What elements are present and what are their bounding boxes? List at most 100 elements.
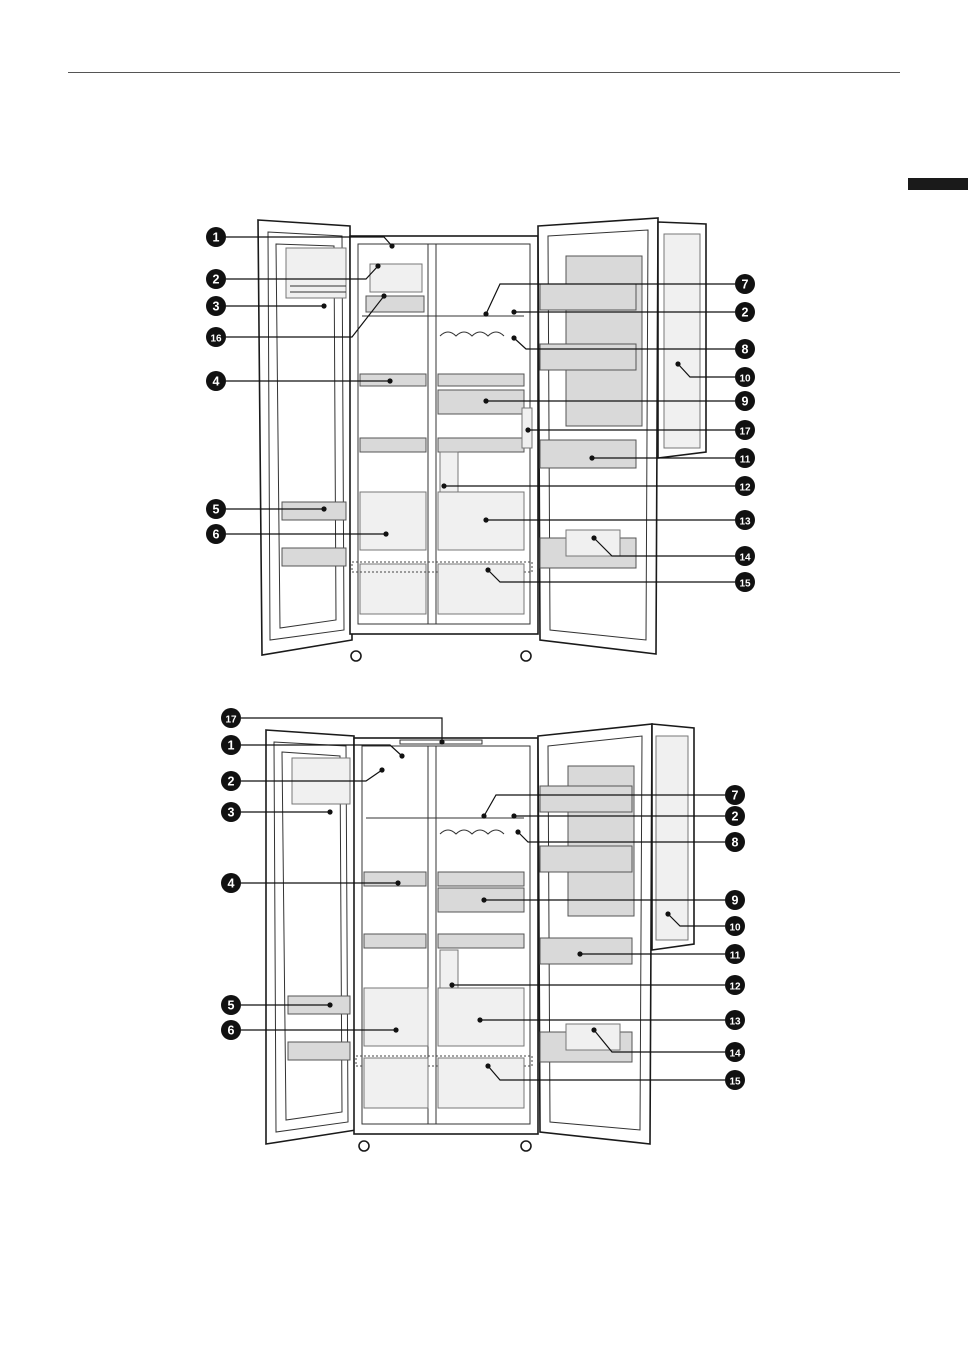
bottom-callout-5-pointer-dot bbox=[327, 1002, 332, 1007]
top-callout-7-number: 7 bbox=[742, 278, 749, 292]
top-callout-11-pointer-dot bbox=[589, 455, 594, 460]
top-callout-1-number: 1 bbox=[213, 231, 220, 245]
bottom-callout-1-pointer-dot bbox=[399, 753, 404, 758]
top-callout-4: 4 bbox=[206, 371, 226, 391]
bottom-callout-1: 1 bbox=[221, 735, 241, 755]
bottom-callout-7: 7 bbox=[725, 785, 745, 805]
top-callout-4-number: 4 bbox=[213, 375, 220, 389]
bottom-callout-6-number: 6 bbox=[228, 1024, 235, 1038]
bottom-callout-5: 5 bbox=[221, 995, 241, 1015]
top-callout-9: 9 bbox=[735, 391, 755, 411]
bottom-callout-3-pointer-dot bbox=[327, 809, 332, 814]
top-callout-13-number: 13 bbox=[739, 517, 751, 528]
bottom-callout-17-number: 17 bbox=[225, 715, 237, 726]
bottom-callout-1-number: 1 bbox=[228, 739, 235, 753]
bottom-callout-13-pointer-dot bbox=[477, 1017, 482, 1022]
top-callout-3-pointer-dot bbox=[321, 303, 326, 308]
top-callout-16: 16 bbox=[206, 327, 226, 347]
top-callout-13: 13 bbox=[735, 510, 755, 530]
top-callout-2-number: 2 bbox=[742, 306, 749, 320]
bottom-callout-11: 11 bbox=[725, 944, 745, 964]
bottom-callout-3-number: 3 bbox=[228, 806, 235, 820]
top-callout-12: 12 bbox=[735, 476, 755, 496]
top-callout-6: 6 bbox=[206, 524, 226, 544]
bottom-callout-17-pointer-dot bbox=[439, 739, 444, 744]
bottom-callout-9-pointer-dot bbox=[481, 897, 486, 902]
bottom-callout-2: 2 bbox=[725, 806, 745, 826]
top-callout-2: 2 bbox=[206, 269, 226, 289]
top-callout-10-pointer-dot bbox=[675, 361, 680, 366]
bottom-callout-4-pointer-dot bbox=[395, 880, 400, 885]
top-callout-14-pointer-dot bbox=[591, 535, 596, 540]
top-callout-2: 2 bbox=[735, 302, 755, 322]
top-callout-8-number: 8 bbox=[742, 343, 749, 357]
bottom-callout-2-number: 2 bbox=[732, 810, 739, 824]
top-callout-14: 14 bbox=[735, 546, 755, 566]
bottom-callout-2-number: 2 bbox=[228, 775, 235, 789]
top-callout-16-number: 16 bbox=[210, 334, 222, 345]
top-callout-5-pointer-dot bbox=[321, 506, 326, 511]
top-callout-6-number: 6 bbox=[213, 528, 220, 542]
top-callout-13-pointer-dot bbox=[483, 517, 488, 522]
top-callout-10-number: 10 bbox=[739, 374, 751, 385]
bottom-callout-15-pointer-dot bbox=[485, 1063, 490, 1068]
bottom-callout-7-pointer-dot bbox=[481, 813, 486, 818]
bottom-callout-12-pointer-dot bbox=[449, 982, 454, 987]
bottom-callout-14-number: 14 bbox=[729, 1049, 741, 1060]
bottom-callout-2-pointer-dot bbox=[379, 767, 384, 772]
top-callout-15-number: 15 bbox=[739, 579, 751, 590]
top-callout-2-pointer-dot bbox=[375, 263, 380, 268]
bottom-callout-13-number: 13 bbox=[729, 1017, 741, 1028]
top-callout-3-number: 3 bbox=[213, 300, 220, 314]
bottom-callout-9-number: 9 bbox=[732, 894, 739, 908]
bottom-callout-15: 15 bbox=[725, 1070, 745, 1090]
top-callout-5: 5 bbox=[206, 499, 226, 519]
bottom-callout-2: 2 bbox=[221, 771, 241, 791]
bottom-callout-2-pointer-dot bbox=[511, 813, 516, 818]
bottom-callout-12-number: 12 bbox=[729, 982, 741, 993]
top-callout-17-pointer-dot bbox=[525, 427, 530, 432]
bottom-callout-7-number: 7 bbox=[732, 789, 739, 803]
bottom-callout-10-number: 10 bbox=[729, 923, 741, 934]
top-callout-15-pointer-dot bbox=[485, 567, 490, 572]
top-callout-12-number: 12 bbox=[739, 483, 751, 494]
top-callout-7-pointer-dot bbox=[483, 311, 488, 316]
bottom-callout-8-pointer-dot bbox=[515, 829, 520, 834]
bottom-callout-9: 9 bbox=[725, 890, 745, 910]
top-callout-4-pointer-dot bbox=[387, 378, 392, 383]
top-callout-5-number: 5 bbox=[213, 503, 220, 517]
top-callout-1: 1 bbox=[206, 227, 226, 247]
bottom-callout-15-number: 15 bbox=[729, 1077, 741, 1088]
bottom-callout-8-number: 8 bbox=[732, 836, 739, 850]
top-callout-6-pointer-dot bbox=[383, 531, 388, 536]
top-callout-3: 3 bbox=[206, 296, 226, 316]
top-callout-1-pointer-dot bbox=[389, 243, 394, 248]
top-callout-14-number: 14 bbox=[739, 553, 751, 564]
top-callout-17-number: 17 bbox=[739, 427, 751, 438]
bottom-callout-6-pointer-dot bbox=[393, 1027, 398, 1032]
fridge-bottom-illustration bbox=[266, 724, 694, 1151]
bottom-callout-5-number: 5 bbox=[228, 999, 235, 1013]
top-callout-16-pointer-dot bbox=[381, 293, 386, 298]
bottom-callout-14-pointer-dot bbox=[591, 1027, 596, 1032]
bottom-callout-11-pointer-dot bbox=[577, 951, 582, 956]
bottom-callout-4: 4 bbox=[221, 873, 241, 893]
bottom-callout-6: 6 bbox=[221, 1020, 241, 1040]
bottom-callout-4-number: 4 bbox=[228, 877, 235, 891]
bottom-callout-3: 3 bbox=[221, 802, 241, 822]
top-callout-9-number: 9 bbox=[742, 395, 749, 409]
bottom-callout-12: 12 bbox=[725, 975, 745, 995]
top-callout-8-pointer-dot bbox=[511, 335, 516, 340]
bottom-callout-8: 8 bbox=[725, 832, 745, 852]
top-callout-7: 7 bbox=[735, 274, 755, 294]
top-callout-9-pointer-dot bbox=[483, 398, 488, 403]
top-callout-11: 11 bbox=[735, 448, 755, 468]
bottom-callout-10-pointer-dot bbox=[665, 911, 670, 916]
top-callout-2-number: 2 bbox=[213, 273, 220, 287]
bottom-callout-14: 14 bbox=[725, 1042, 745, 1062]
bottom-callout-11-number: 11 bbox=[730, 951, 741, 962]
top-callout-2-pointer-dot bbox=[511, 309, 516, 314]
top-callout-15: 15 bbox=[735, 572, 755, 592]
